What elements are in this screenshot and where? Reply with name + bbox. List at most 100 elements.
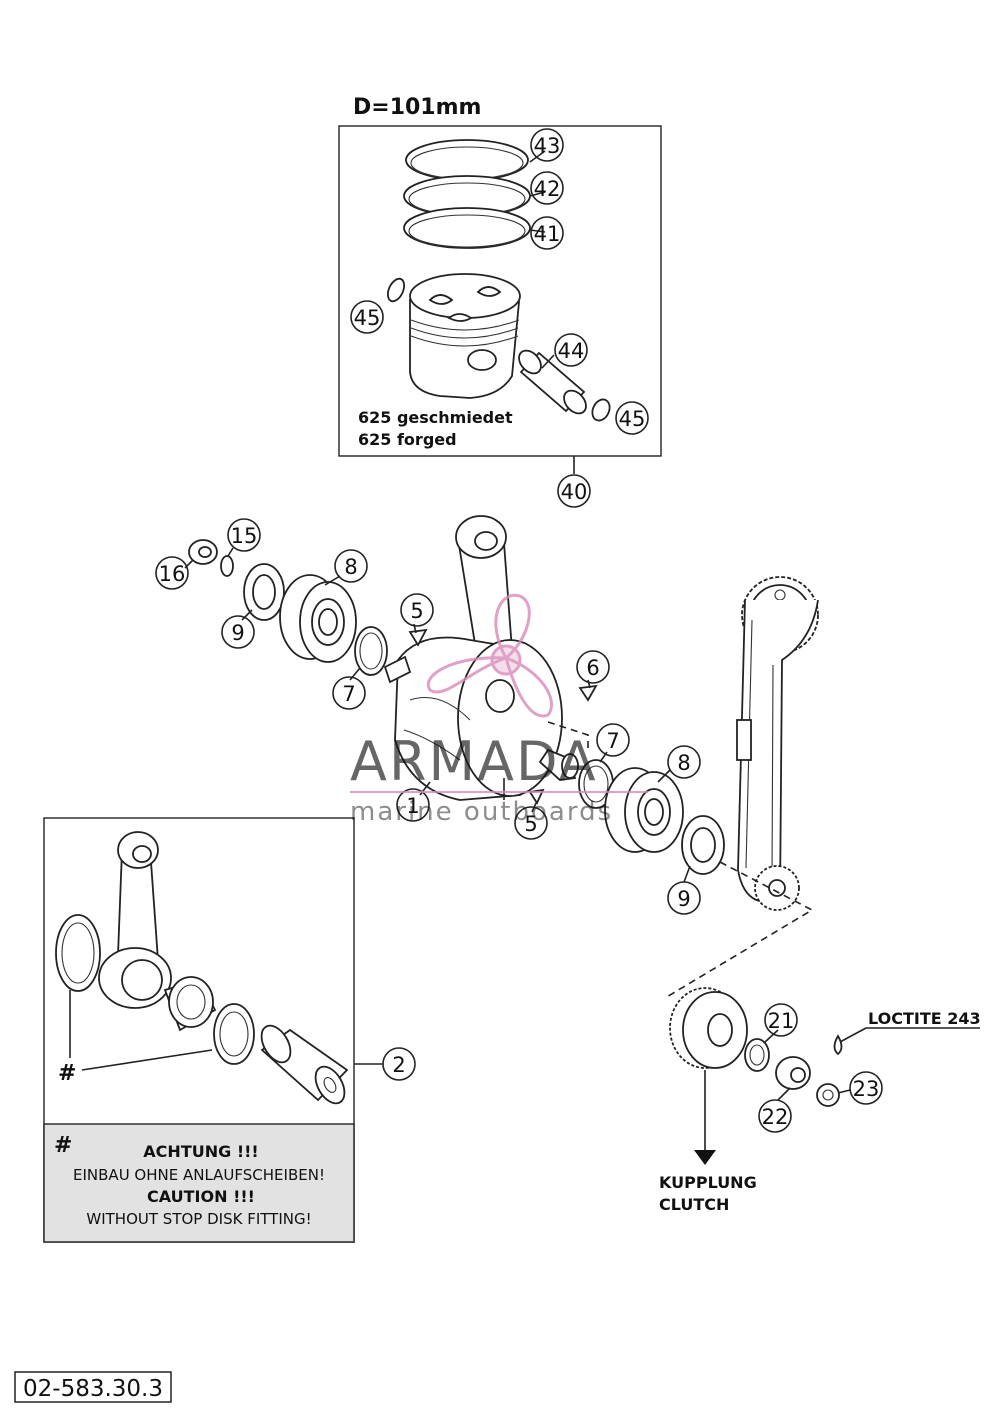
shaft-seal-9b [681,815,725,875]
crank-pin [260,1024,349,1105]
callout-15: 15 [227,518,261,552]
callout-42: 42 [530,171,564,205]
note-line-4: WITHOUT STOP DISK FITTING! [86,1210,311,1228]
callout-1: 1 [396,788,430,822]
bearing-8b [604,767,684,853]
note-hash: # [54,1133,72,1158]
piston-kit: D=101mm [338,95,662,474]
chain-link [736,719,752,761]
svg-text:8: 8 [344,555,357,579]
piston-diameter-label: D=101mm [353,95,481,120]
piston-text-de: 625 geschmiedet [358,408,513,427]
drawing-number-box: 02-583.30.3 [14,1371,172,1403]
loctite-label: LOCTITE 243 [868,1009,981,1028]
svg-text:6: 6 [586,656,599,680]
nut-16 [188,539,218,565]
clutch-label-de: KUPPLUNG [659,1173,757,1192]
callout-7-left: 7 [332,676,366,710]
svg-text:40: 40 [561,480,588,504]
callout-45-right: 45 [615,401,649,435]
callout-9-right: 9 [667,881,701,915]
svg-text:42: 42 [534,177,561,201]
callout-41: 41 [530,216,564,250]
callout-9-left: 9 [221,615,255,649]
piston-text-en: 625 forged [358,430,457,449]
svg-text:9: 9 [677,887,690,911]
note-line-2: EINBAU OHNE ANLAUFSCHEIBEN! [73,1166,325,1184]
thrust-washer-left [55,914,101,992]
primary-drive-gear: LOCTITE 243 KUPPLUNG CLUTCH [659,987,981,1214]
crankshaft-assembly [383,515,598,805]
callout-44: 44 [554,333,588,367]
svg-text:5: 5 [524,812,537,836]
svg-text:9: 9 [231,621,244,645]
loctite-drop-icon [833,1034,843,1056]
conrod-kit: # # ACHTUNG !!! EINBAU OHNE ANLAUFSCHEIB… [43,817,383,1243]
callout-23: 23 [849,1071,883,1105]
svg-text:2: 2 [392,1053,405,1077]
callout-40: 40 [557,474,591,508]
callout-6: 6 [576,650,610,684]
needle-bearing [163,976,217,1032]
watermark-brand: ARMADA [350,730,598,793]
drawing-number: 02-583.30.3 [23,1376,163,1402]
nut-23 [816,1083,840,1107]
bearing-8a [279,574,357,663]
svg-text:43: 43 [534,134,561,158]
washer-15 [220,555,234,577]
piston-pin [518,349,587,415]
crank-sprocket [754,865,800,911]
svg-text:21: 21 [768,1009,795,1033]
shim-21 [744,1038,770,1072]
svg-text:45: 45 [354,306,381,330]
nut-22 [775,1056,811,1090]
conrod-note-panel [43,1123,355,1243]
callout-5-top: 5 [400,593,434,627]
piston-ring-43 [405,139,529,181]
callout-22: 22 [758,1099,792,1133]
left-shaft-parts [188,539,388,676]
callout-8-right: 8 [667,745,701,779]
clutch-arrow-icon [694,1150,716,1165]
svg-text:41: 41 [534,222,561,246]
callout-5-bottom: 5 [514,806,548,840]
woodruff-key-5a [408,628,428,647]
svg-text:16: 16 [159,562,186,586]
shaft-seal-9a [243,563,285,621]
svg-text:1: 1 [406,794,419,818]
callout-16: 16 [155,556,189,590]
crank-flywheels [394,636,563,801]
svg-text:45: 45 [619,407,646,431]
svg-text:8: 8 [677,751,690,775]
note-line-3: CAUTION !!! [147,1187,255,1206]
watermark-propeller-icon [426,593,553,718]
circlip-left [386,277,406,303]
woodruff-key-6 [578,684,598,702]
piston [409,273,521,399]
spacer-7b [578,759,614,809]
callout-21: 21 [764,1003,798,1037]
svg-text:7: 7 [606,729,619,753]
note-line-1: ACHTUNG !!! [143,1142,258,1161]
callout-45-left: 45 [350,300,384,334]
callout-7-right: 7 [596,723,630,757]
svg-text:44: 44 [558,339,585,363]
watermark-tagline: marine outboards [350,797,613,827]
conrod [98,831,172,1009]
svg-text:5: 5 [410,599,423,623]
crank-shafts [383,655,579,781]
connecting-rod [455,515,513,651]
piston-kit-frame [338,125,662,457]
svg-text:23: 23 [853,1077,880,1101]
svg-text:15: 15 [231,524,258,548]
svg-text:7: 7 [342,682,355,706]
callouts: 43 42 41 45 44 45 40 15 16 8 9 5 7 6 7 8… [155,128,883,1133]
callout-2: 2 [382,1047,416,1081]
callout-8-left: 8 [334,549,368,583]
piston-ring-41 [403,207,531,249]
right-shaft-parts [578,759,725,875]
circlip-right [591,398,611,422]
thrust-washer-right [213,1003,255,1065]
